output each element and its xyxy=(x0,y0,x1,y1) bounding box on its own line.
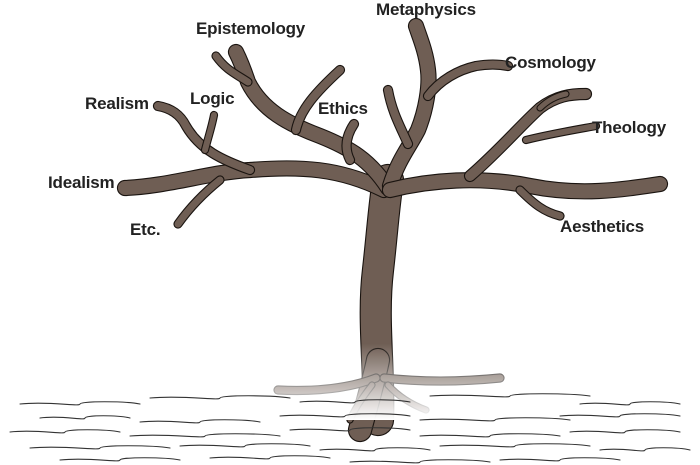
label-aesthetics: Aesthetics xyxy=(560,217,644,236)
label-idealism: Idealism xyxy=(48,173,115,192)
main-right-branch xyxy=(381,172,669,200)
ground-squiggle xyxy=(29,445,171,450)
ground-squiggle xyxy=(419,417,571,422)
ground-squiggle xyxy=(579,401,681,406)
ground-squiggle xyxy=(139,419,261,424)
label-theology: Theology xyxy=(592,118,666,137)
ground-squiggle xyxy=(39,415,131,420)
ground-squiggle xyxy=(499,457,621,462)
right-upper-twig xyxy=(536,90,570,112)
ethics-branch xyxy=(341,118,360,166)
ground-squiggle xyxy=(179,443,311,448)
aesthetics-branch xyxy=(515,185,565,221)
ground-squiggle xyxy=(209,455,331,460)
trunk-fade-overlay xyxy=(240,250,540,420)
ground-squiggle xyxy=(439,443,591,448)
etc-branch xyxy=(173,175,225,229)
ground-squiggle xyxy=(279,413,411,418)
ground-squiggle xyxy=(59,457,181,462)
label-logic: Logic xyxy=(190,89,235,108)
center-left-twig xyxy=(382,84,414,150)
ground-squiggle xyxy=(289,427,411,432)
ground-lines xyxy=(9,393,691,464)
ground-squiggle xyxy=(149,395,291,400)
epistemology-right-branch xyxy=(290,64,346,136)
realism-branch xyxy=(152,100,256,176)
ground-squiggle xyxy=(129,433,281,438)
epistemology-left-branch xyxy=(211,51,253,87)
label-etc: Etc. xyxy=(130,220,161,239)
ground-squiggle xyxy=(299,399,411,404)
theology-twig xyxy=(521,121,601,145)
ground-squiggle xyxy=(419,433,561,438)
ground-squiggle xyxy=(559,413,681,418)
label-epistemology: Epistemology xyxy=(196,19,306,38)
label-ethics: Ethics xyxy=(318,99,368,118)
ground-squiggle xyxy=(349,459,491,464)
ground-squiggle xyxy=(19,401,141,406)
ground-squiggle xyxy=(9,429,121,434)
logic-branch xyxy=(200,110,219,155)
main-left-up-branch xyxy=(227,43,397,197)
ground-squiggle xyxy=(429,393,591,398)
ground-squiggle xyxy=(569,429,681,434)
label-metaphysics: Metaphysics xyxy=(376,0,476,19)
ground-squiggle xyxy=(319,447,431,452)
label-realism: Realism xyxy=(85,94,149,113)
ground-squiggle xyxy=(599,447,691,452)
label-cosmology: Cosmology xyxy=(505,53,596,72)
center-right-branch xyxy=(422,59,514,102)
